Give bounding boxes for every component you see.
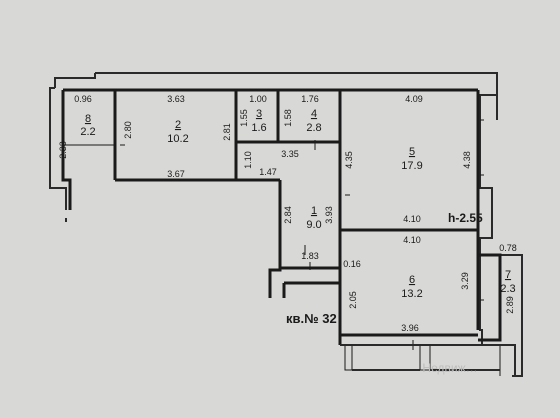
room-4-area: 2.8 <box>306 122 321 134</box>
room-4-number: 4 <box>311 108 317 120</box>
dim-r7-top: 0.78 <box>499 243 517 253</box>
room-3-number: 3 <box>256 108 262 120</box>
dim-r6-bottom: 3.96 <box>401 323 419 333</box>
dim-r4-left: 1.58 <box>283 109 293 127</box>
dim-r3-left: 1.55 <box>239 109 249 127</box>
dim-r1-left: 2.84 <box>283 206 293 224</box>
room-5-number: 5 <box>409 146 415 158</box>
room-1-area: 9.0 <box>306 219 321 231</box>
dim-corridor-top: 3.35 <box>281 149 299 159</box>
dim-r2-bottom: 3.67 <box>167 169 185 179</box>
room-2-area: 10.2 <box>167 133 188 145</box>
room-8-number: 8 <box>85 113 91 125</box>
dim-r6-left: 2.05 <box>348 291 358 309</box>
dim-r6-right: 3.29 <box>460 272 470 290</box>
dim-r5-left: 4.35 <box>344 151 354 169</box>
dim-r7-right: 2.89 <box>505 296 515 314</box>
room-8-area: 2.2 <box>80 126 95 138</box>
dimension-labels: 0.96 2.33 3.63 2.80 2.81 3.67 1.00 1.55 … <box>58 94 517 333</box>
dim-r5-right: 4.38 <box>462 151 472 169</box>
dim-r1-gap: 0.16 <box>343 259 361 269</box>
dim-r6-top: 4.10 <box>403 235 421 245</box>
dim-r5-bottom: 4.10 <box>403 214 421 224</box>
room-2-number: 2 <box>175 119 181 131</box>
watermark-text: Недвиж… <box>422 361 477 375</box>
dim-r8-side: 2.33 <box>58 141 68 159</box>
dim-r2-right: 2.81 <box>222 123 232 141</box>
room-7-area: 2.3 <box>500 283 515 295</box>
room-6-area: 13.2 <box>401 288 422 300</box>
dim-r1-bottom: 1.83 <box>301 251 319 261</box>
ceiling-height: h-2.55 <box>448 211 483 225</box>
room-7-number: 7 <box>505 269 511 281</box>
dim-r3-top: 1.00 <box>249 94 267 104</box>
room-6-number: 6 <box>409 274 415 286</box>
dim-r4-top: 1.76 <box>301 94 319 104</box>
dim-r1-right: 3.93 <box>324 206 334 224</box>
room-5-area: 17.9 <box>401 160 422 172</box>
dim-corridor-small: 1.10 <box>243 151 253 169</box>
outer-walls <box>49 72 523 377</box>
flat-label: кв.№ 32 <box>286 311 337 326</box>
dim-r1-top: 1.47 <box>259 167 277 177</box>
dim-r8-top: 0.96 <box>74 94 92 104</box>
main-walls <box>61 88 502 345</box>
room-3-area: 1.6 <box>251 122 266 134</box>
dim-r2-left: 2.80 <box>123 121 133 139</box>
room-1-number: 1 <box>311 205 317 217</box>
room-labels: 8 2.2 2 10.2 3 1.6 4 2.8 5 17.9 1 9.0 6 … <box>80 108 515 300</box>
dim-r2-top: 3.63 <box>167 94 185 104</box>
window-marks <box>63 119 501 376</box>
balcony-outline <box>340 344 516 376</box>
dim-r5-top: 4.09 <box>405 94 423 104</box>
